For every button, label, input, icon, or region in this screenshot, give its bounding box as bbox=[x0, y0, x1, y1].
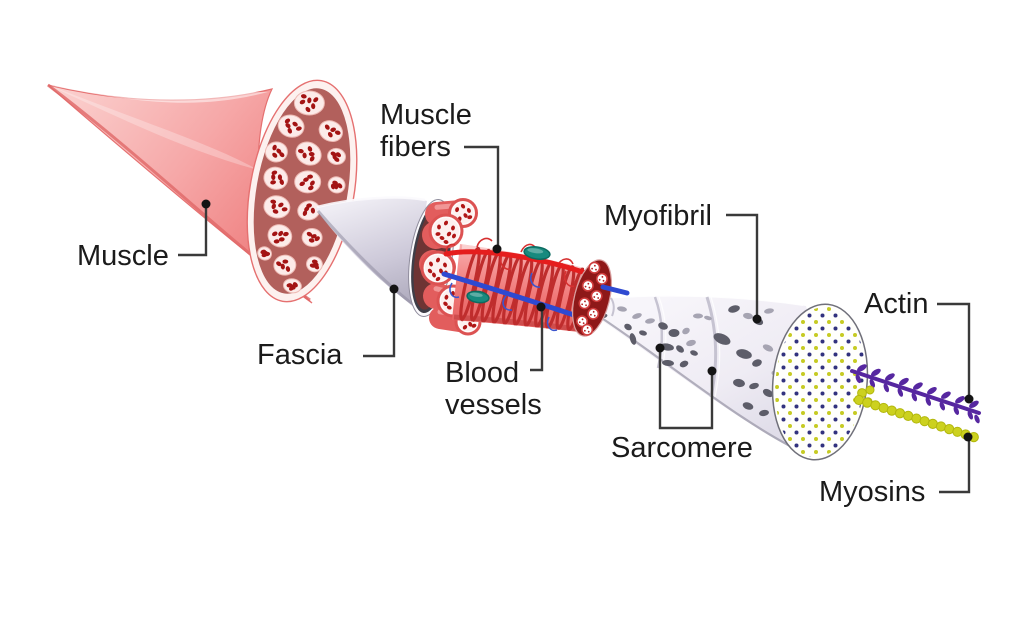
leader-dots bbox=[201, 199, 974, 442]
artery bbox=[443, 249, 586, 275]
blood-vessels-leader-line bbox=[530, 308, 544, 372]
myofibril-cone bbox=[586, 294, 873, 462]
label-blood-vessels: Blood vessels bbox=[445, 357, 542, 421]
nucleus bbox=[523, 246, 551, 260]
sarcomere-bracket bbox=[658, 349, 714, 430]
muscle-body bbox=[47, 83, 313, 304]
myofibril-leader-line bbox=[726, 213, 759, 319]
actin-filament bbox=[850, 364, 981, 424]
vein-stub bbox=[600, 284, 630, 296]
label-actin: Actin bbox=[864, 288, 929, 320]
nucleus bbox=[466, 290, 490, 304]
fascia-leader-line bbox=[363, 290, 396, 358]
myosins-leader-line bbox=[939, 438, 971, 494]
label-fascia: Fascia bbox=[257, 339, 343, 371]
vein bbox=[441, 271, 586, 321]
muscle-cross-section bbox=[246, 79, 358, 303]
fiber-end-cap bbox=[571, 259, 613, 337]
capillaries bbox=[445, 237, 575, 332]
muscle-leader-line bbox=[178, 205, 208, 257]
muscle-fibers-leader-line bbox=[464, 145, 500, 249]
muscle-fiber bbox=[441, 237, 588, 333]
actin-leader-line bbox=[937, 302, 971, 399]
label-myofibril: Myofibril bbox=[604, 200, 712, 232]
label-muscle: Muscle bbox=[77, 240, 169, 272]
leader-lines bbox=[178, 145, 971, 494]
label-muscle-fibers: Muscle fibers bbox=[380, 99, 472, 163]
myosin-filament bbox=[853, 385, 979, 443]
label-sarcomere: Sarcomere bbox=[611, 432, 753, 464]
label-myosins: Myosins bbox=[819, 476, 926, 508]
